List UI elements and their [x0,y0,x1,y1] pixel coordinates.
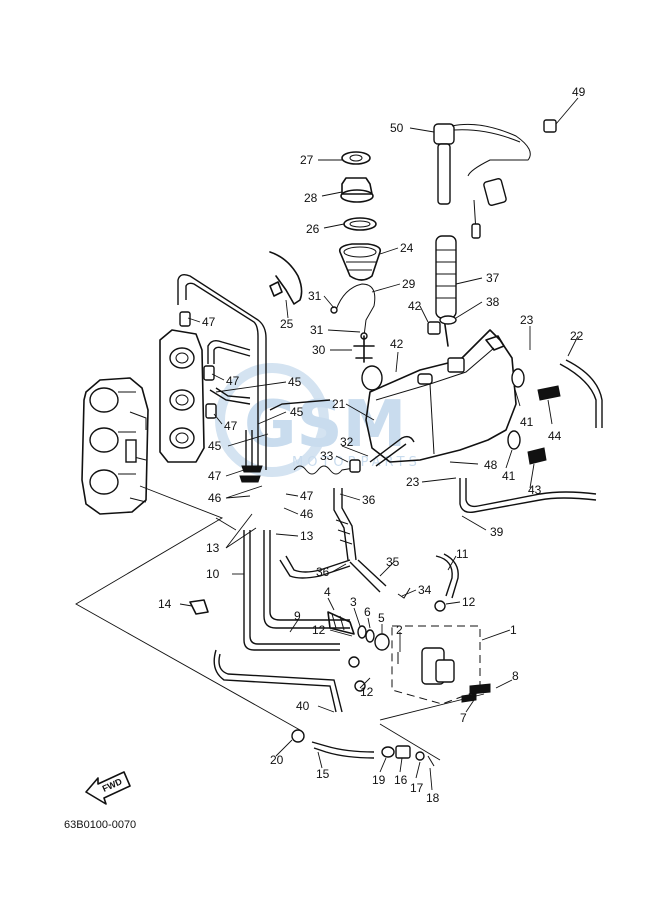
callout-31-b: 31 [310,323,324,337]
callout-34: 34 [418,583,432,597]
callout-13-a: 13 [206,541,220,555]
callout-37: 37 [486,271,500,285]
hose-15 [311,741,375,759]
leader-lines [179,97,579,791]
callout-23-b: 23 [406,475,420,489]
callout-29: 29 [402,277,416,291]
callout-20: 20 [270,753,284,767]
callout-17: 17 [410,781,424,795]
hose-10 [243,530,340,651]
callout-labels: 49 50 27 28 26 24 37 29 38 42 23 22 25 3… [158,85,586,805]
hose-22 [559,363,597,428]
callout-36-a: 36 [362,493,376,507]
callout-46-b: 46 [300,507,314,521]
callout-9: 9 [294,609,301,623]
hose-32 [369,435,415,463]
callout-1: 1 [510,623,517,637]
callout-42-b: 42 [390,337,404,351]
callout-47-e: 47 [300,489,314,503]
callout-6: 6 [364,605,371,619]
callout-18: 18 [426,791,440,805]
callout-32: 32 [340,435,354,449]
callout-45-a: 45 [288,375,302,389]
pump-box [391,625,481,705]
callout-5: 5 [378,611,385,625]
callout-10: 10 [206,567,220,581]
callout-26: 26 [306,222,320,236]
callout-7: 7 [460,711,467,725]
hoses-45 [177,273,331,470]
callout-41-a: 41 [520,415,534,429]
callout-40: 40 [296,699,310,713]
callout-24: 24 [400,241,414,255]
callout-30: 30 [312,343,326,357]
callout-47-b: 47 [226,374,240,388]
callout-15: 15 [316,767,330,781]
callout-41-b: 41 [502,469,516,483]
callout-45-b: 45 [290,405,304,419]
strap-25 [269,251,303,305]
callout-50: 50 [390,121,404,135]
hose-9 [263,530,350,629]
callout-44: 44 [548,429,562,443]
callout-45-c: 45 [208,439,222,453]
callout-38: 38 [486,295,500,309]
callout-16: 16 [394,773,408,787]
callout-47-c: 47 [224,419,238,433]
cap-stack [338,151,382,281]
callout-36-b: 36 [316,565,330,579]
hose-35 [349,559,387,593]
callout-48: 48 [484,458,498,472]
callout-39: 39 [490,525,504,539]
oil-level-sensor [433,119,557,239]
coil-33 [293,465,355,475]
intake-block [159,329,205,463]
callout-8: 8 [512,669,519,683]
callout-46-a: 46 [208,491,222,505]
callout-27: 27 [300,153,314,167]
callout-33: 33 [320,449,334,463]
oil-tank [361,321,525,463]
carburetor-assembly [81,377,149,515]
clip-14 [189,599,209,615]
callout-47-d: 47 [208,469,222,483]
callout-12-c: 12 [360,685,374,699]
callout-2: 2 [396,623,403,637]
callout-12-b: 12 [312,623,326,637]
hose-40 [213,649,343,713]
callout-43: 43 [528,483,542,497]
callout-23-a: 23 [520,313,534,327]
callout-49: 49 [572,85,586,99]
callout-13-b: 13 [300,529,314,543]
callout-28: 28 [304,191,318,205]
callout-19: 19 [372,773,386,787]
fwd-arrow: FWD [85,771,131,805]
hose-39 [459,478,597,514]
callout-4: 4 [324,585,331,599]
callout-35: 35 [386,555,400,569]
primer-4 [327,611,355,635]
fittings-47 [179,311,263,483]
drawing-code: 63B0100-0070 [64,819,136,831]
callout-21: 21 [332,397,346,411]
callout-31-a: 31 [308,289,322,303]
callout-25: 25 [280,317,294,331]
lanyard-29 [335,283,376,337]
engine-outline [75,485,485,761]
callout-42-a: 42 [408,299,422,313]
callout-11: 11 [456,547,469,561]
callout-12-a: 12 [462,595,476,609]
callout-14: 14 [158,597,172,611]
callout-3: 3 [350,595,357,609]
hose-36 [333,488,349,561]
callout-47-a: 47 [202,315,216,329]
callout-22: 22 [570,329,584,343]
hose-11 [435,553,459,599]
